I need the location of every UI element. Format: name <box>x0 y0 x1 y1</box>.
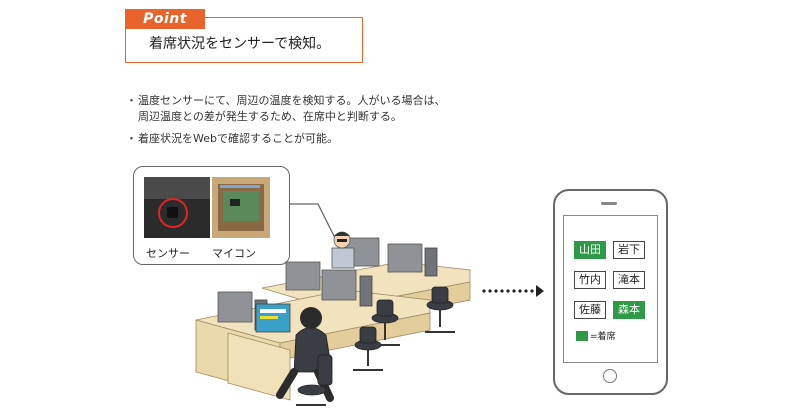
point-title: 着席状況をセンサーで検知。 <box>149 36 331 52</box>
person-front-icon <box>276 307 334 402</box>
bullet-item: 着座状況をWebで確認することが可能。 <box>126 131 445 147</box>
flow-arrow <box>481 289 537 293</box>
desk-side <box>331 281 471 328</box>
person-back-icon <box>331 231 355 269</box>
seat-cell: 森本 <box>613 301 645 319</box>
seat-cell: 滝本 <box>613 271 645 289</box>
desk-front <box>227 332 291 401</box>
highlight-ring-icon <box>158 198 188 228</box>
speaker-icon <box>601 202 617 205</box>
desk-top <box>195 289 431 344</box>
bullet-line: 温度センサーにて、周辺の温度を検知する。人がいる場合は、 <box>138 94 446 107</box>
smartphone <box>553 189 668 395</box>
microcomputer-caption: マイコン <box>212 247 256 260</box>
monitor-icon <box>255 303 291 333</box>
desk-side <box>279 312 431 361</box>
legend-label: =着席 <box>590 332 616 342</box>
seat-cell: 岩下 <box>613 241 645 259</box>
microcomputer-photo <box>212 177 270 238</box>
legend-swatch <box>576 331 588 341</box>
home-button-icon <box>603 369 617 383</box>
seat-cell: 佐藤 <box>574 301 606 319</box>
point-tag: Point <box>125 9 205 29</box>
office-chair-icon <box>353 326 383 371</box>
office-chair-icon <box>370 299 400 346</box>
callout-pointer <box>290 203 337 241</box>
desk-front <box>195 319 281 396</box>
phone-screen <box>563 215 658 363</box>
seat-cell: 竹内 <box>574 271 606 289</box>
desk-top <box>261 261 471 310</box>
bullet-line: 周辺温度との差が発生するため、在席中と判断する。 <box>138 110 402 123</box>
office-chair-icon <box>425 286 455 333</box>
sensor-caption: センサー <box>146 247 190 260</box>
bullet-item: 温度センサーにて、周辺の温度を検知する。人がいる場合は、 周辺温度との差が発生す… <box>126 93 446 125</box>
arrow-head-icon <box>536 285 544 297</box>
office-chair-icon <box>296 354 333 406</box>
seat-cell: 山田 <box>574 241 606 259</box>
sensor-photo <box>144 177 210 238</box>
bullet-list: 温度センサーにて、周辺の温度を検知する。人がいる場合は、 周辺温度との差が発生す… <box>126 93 446 147</box>
